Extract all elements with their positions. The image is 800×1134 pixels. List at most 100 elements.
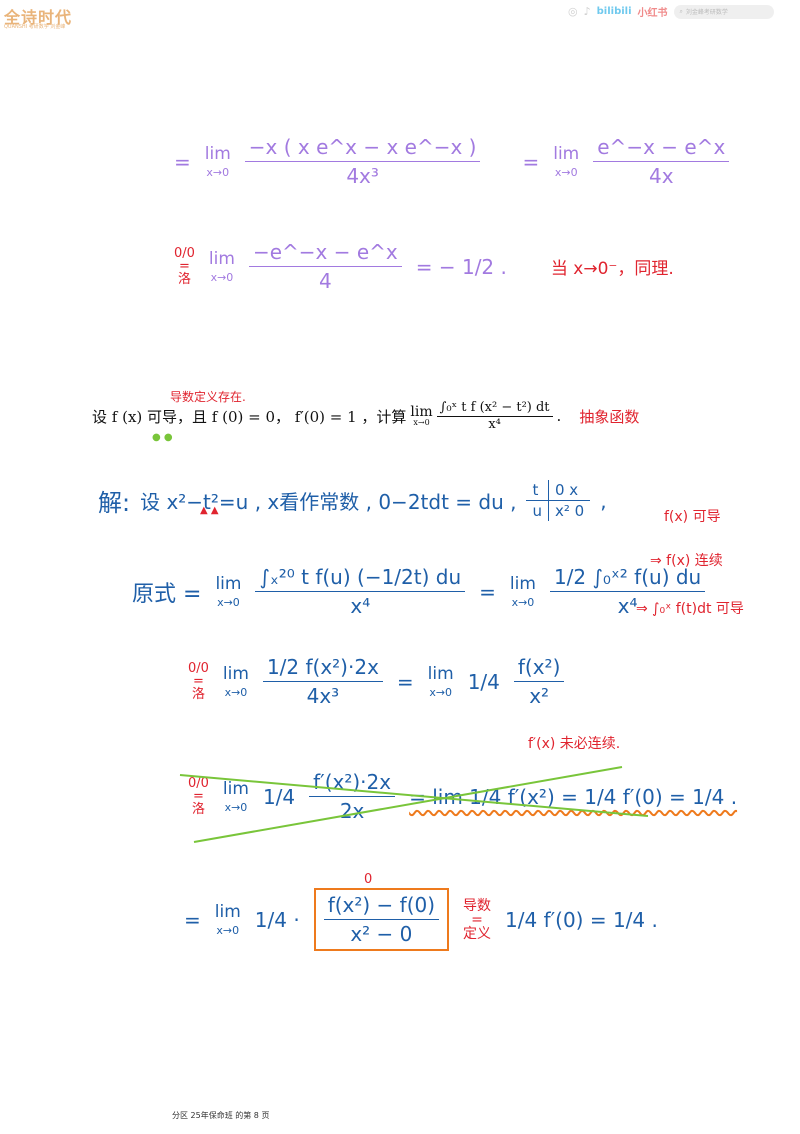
step-3-crossed: 0/0 = 洛 lim x→0 1/4 f′(x²)·2x 2x = lim 1… [188,770,737,823]
lhopital-mark: 0/0 = 洛 [188,776,209,817]
fraction: ∫ₓ²⁰ t f(u) (−1/2t) du x⁴ [255,565,466,618]
search-input[interactable]: ⌕ 刘金峰考研数学 [673,4,774,19]
limit-expression: lim x→0 [204,143,231,178]
side-note: 当 x→0⁻，同理. [550,259,674,279]
note-differentiable: f(x) 可导 [664,509,721,525]
numerator: 1/2 ∫₀ˣ² f(u) du [549,565,706,592]
douyin-icon[interactable]: ♪ [583,5,591,18]
hop-bottom: 洛 [191,687,205,702]
lim-word: lim [410,404,433,420]
search-placeholder: 刘金峰考研数学 [685,9,728,16]
result: = − 1/2 . [415,254,507,279]
note-not-continuous: f′(x) 未必连续. [528,736,621,752]
limits-table: t 0 x u x² 0 [526,480,591,521]
fraction: e^−x − e^x 4x [593,135,730,188]
lim-word: lim [222,663,249,684]
lim-subscript: x→0 [511,595,535,609]
limit-expression: lim x→0 [208,248,235,284]
limit-expression: lim x→0 [510,575,536,609]
coefficient: 1/4 · [254,907,300,932]
zero-annotation: 0 [364,872,373,887]
social-bar: ◎ ♪ bilibili 小红书 ⌕ 刘金峰考研数学 [568,4,774,19]
numerator: −e^−x − e^x [248,240,402,267]
weibo-icon[interactable]: ◎ [568,5,578,18]
denominator: 2x [339,799,365,823]
problem-fraction: ∫₀ˣ t f (x² − t²) dt x⁴ [436,400,553,432]
denominator: x⁴ [488,417,501,432]
search-icon: ⌕ [679,7,683,15]
denominator: x² − 0 [350,922,413,946]
final-result: 1/4 f′(0) = 1/4 . [505,907,658,932]
derivative-def-mark: 导数 = 定义 [463,899,491,941]
brand-subtitle: QUANSHI 考研数学 刘金峰 [4,24,66,30]
lim-subscript: x→0 [429,685,453,699]
limit-expression: lim x→0 [222,663,249,699]
hop-bottom: 洛 [177,272,191,287]
lim-word: lim [214,901,241,922]
lhopital-mark: 0/0 = 洛 [174,246,195,287]
def-eq: = [471,911,483,928]
numerator: −x ( x e^x − x e^−x ) [244,135,481,162]
limit-expression: lim x→0 [427,663,454,699]
solution-intro: 解: 设 x²−t²=u , x看作常数 , 0−2tdt = du , t 0… [98,480,607,521]
lim-word: lim [208,248,235,269]
problem-text: 设 f (x) 可导，且 f (0) = 0， f′(0) = 1 ，计算 [92,407,407,426]
coefficient: 1/4 [467,669,500,694]
lim-subscript: x→0 [210,270,234,284]
equals-sign: = [184,907,201,932]
step-2: 0/0 = 洛 lim x→0 1/2 f(x²)·2x 4x³ = lim x… [188,655,565,708]
crossed-result: = lim 1/4 f′(x²) = 1/4 f′(0) = 1/4 . [409,784,738,809]
brand-logo: 全诗时代 [4,8,73,27]
numerator: 1/2 f(x²)·2x [262,655,383,682]
fraction: 1/2 f(x²)·2x 4x³ [262,655,383,708]
lim-subscript: x→0 [224,800,248,814]
lim-word: lim [427,663,454,684]
cross-line [179,774,649,817]
table-cell: 0 x [549,480,591,501]
denominator: 4x³ [346,164,379,188]
problem-limit: lim x→0 [410,405,432,427]
numerator: f(x²) − f(0) [323,893,440,920]
emphasis-dots: ● ● [152,432,173,443]
lim-word: lim [222,778,249,799]
solution-label: 解: [98,489,131,517]
emphasis-marks: ▲ ▲ [200,505,219,516]
lim-subscript: x→0 [554,165,578,179]
equals-sign: = [396,669,414,694]
limit-expression: lim x→0 [222,778,249,814]
note-integral-differentiable: ⇒ ∫₀ˣ f(t)dt 可导 [636,601,744,617]
hop-top: 0/0 [188,776,209,791]
lhopital-mark: 0/0 = 洛 [188,661,209,702]
period: . [556,407,562,425]
xiaohongshu-logo[interactable]: 小红书 [637,8,668,19]
equals-sign: = [174,149,191,174]
lim-subscript: x→0 [224,685,248,699]
denominator: x⁴ [350,594,371,618]
hop-top: 0/0 [174,246,195,261]
numerator: ∫₀ˣ t f (x² − t²) dt [436,400,553,417]
table-cell: x² 0 [555,502,585,520]
numerator: ∫ₓ²⁰ t f(u) (−1/2t) du [255,565,466,592]
fraction: −e^−x − e^x 4 [248,240,402,293]
equals-sign: = [479,579,496,604]
purple-eq-line-1: = lim x→0 −x ( x e^x − x e^−x ) 4x³ = li… [174,135,730,188]
denominator: 4 [318,269,332,293]
annotation-abstract-function: 抽象函数 [579,407,640,426]
lim-word: lim [204,143,231,164]
denominator: x⁴ [617,594,638,618]
page-footer: 分区 25年保命班 的第 8 页 [172,1111,270,1120]
problem-statement: 设 f (x) 可导，且 f (0) = 0， f′(0) = 1 ，计算 li… [92,400,639,432]
limit-expression: lim x→0 [214,901,241,936]
numerator: e^−x − e^x [593,135,730,162]
cross-line [193,766,623,843]
bilibili-logo[interactable]: bilibili [596,6,632,17]
lim-word: lim [553,143,580,164]
fraction: −x ( x e^x − x e^−x ) 4x³ [244,135,481,188]
denominator: x² [529,684,550,708]
def-top: 导数 [463,897,492,914]
hop-bottom: 洛 [191,802,205,817]
substitution-text: 设 x²−t²=u , x看作常数 , 0−2tdt = du , [140,490,517,514]
limit-expression: lim x→0 [215,575,241,608]
original-expr: 原式 = [132,581,202,607]
